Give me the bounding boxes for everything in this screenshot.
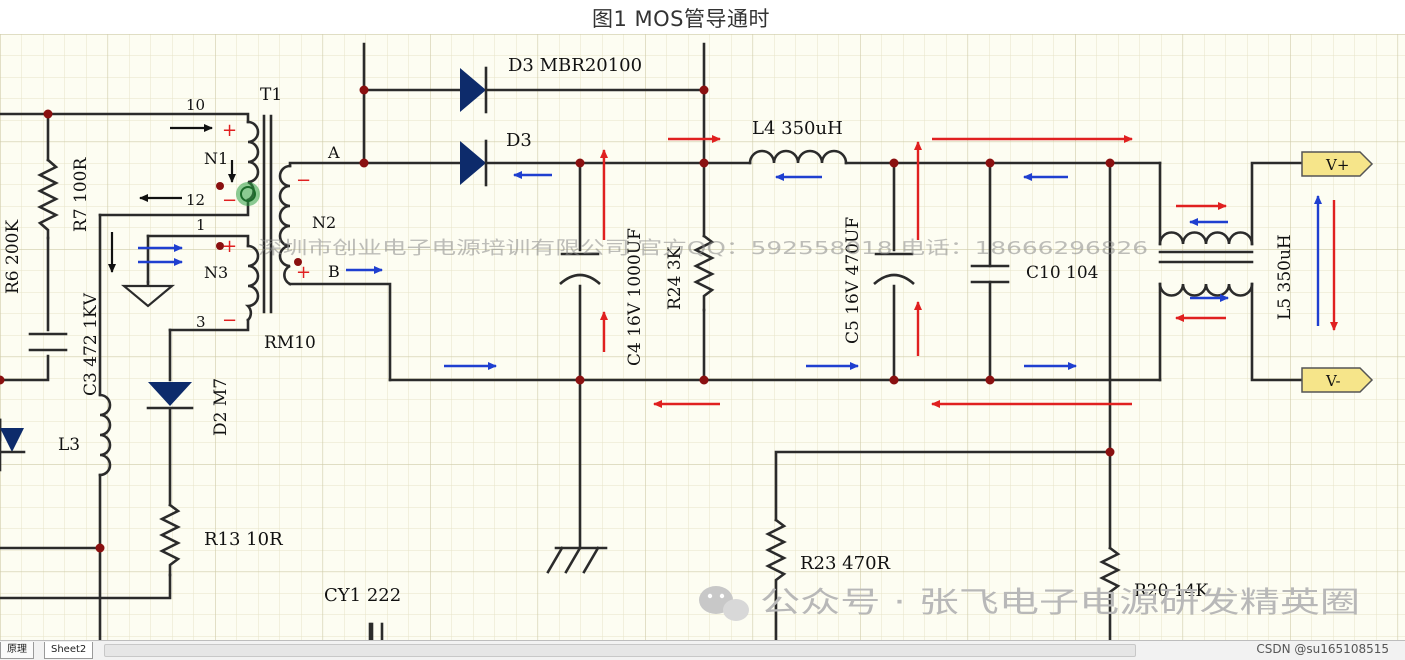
l3-inductor: [98, 393, 112, 477]
d3a-label: D3 MBR20100: [508, 55, 642, 76]
polarity-minus-n1: −: [222, 190, 237, 211]
r7-label: R7 100R: [71, 157, 91, 232]
pin1-label: 1: [196, 216, 206, 234]
output-connector-vminus: V-: [1301, 367, 1374, 393]
pin12-label: 12: [186, 191, 205, 209]
r7-resistor: [37, 158, 59, 240]
component-labels: T1 RM10 N1 N2 N3 10 12 1 3 A B + − + − −…: [3, 55, 1295, 606]
c4-label: C4 16V 1000UF: [625, 228, 645, 366]
polarity-plus-n2: +: [296, 262, 311, 283]
cy1-capacitor: [370, 622, 384, 640]
secondary-ground-symbol: [546, 546, 608, 574]
zener-diode-left: [0, 428, 26, 454]
n1-label: N1: [204, 149, 228, 168]
node-a-label: A: [327, 143, 340, 162]
r24-resistor: [693, 234, 715, 312]
sheet-tab-bar: 原理 Sheet2 CSDN @su165108515: [0, 640, 1405, 660]
pin3-label: 3: [196, 313, 206, 331]
r13-resistor: [159, 503, 181, 577]
polarity-minus-n2: −: [296, 170, 311, 191]
l5-label: L5 350uH: [1275, 234, 1295, 320]
r13-label: R13 10R: [204, 529, 283, 550]
wechat-account-text: 公众号 · 张飞电子电源研发精英圈: [760, 585, 1360, 619]
n2-label: N2: [312, 213, 336, 232]
tab-sheet2[interactable]: Sheet2: [44, 642, 94, 659]
polarity-plus-n1: +: [222, 120, 237, 141]
d3-mbr20100-diode: [460, 66, 488, 114]
c4-capacitor: [559, 252, 601, 285]
title-bar: 图1 MOS管导通时: [0, 0, 1405, 34]
c10-label: C10 104: [1026, 263, 1099, 283]
r23-resistor: [765, 518, 787, 602]
c5-capacitor: [873, 252, 915, 285]
transformer-t1: [216, 114, 392, 382]
current-arrows-red: [600, 135, 1338, 408]
output-connector-vplus: V+: [1301, 151, 1374, 177]
polarity-minus-n3: −: [222, 310, 237, 331]
d2-diode: [146, 382, 194, 410]
t1-label: T1: [260, 85, 282, 105]
r20-resistor: [1099, 546, 1121, 602]
c5-label: C5 16V 470UF: [843, 217, 863, 344]
l4-inductor: [748, 149, 848, 165]
d3b-label: D3: [506, 130, 532, 151]
c10-capacitor: [970, 264, 1010, 284]
c3-label: C3 472 1KV: [81, 292, 101, 396]
node-b-label: B: [328, 262, 340, 281]
primary-ground-symbol: [120, 280, 176, 308]
r6-label: R6 200K: [3, 220, 23, 294]
junction-nodes: [0, 85, 1115, 553]
r23-label: R23 470R: [800, 553, 891, 574]
csdn-credit: CSDN @su165108515: [1256, 642, 1389, 656]
vplus-label: V+: [1325, 156, 1349, 174]
wechat-icon: [699, 586, 749, 621]
major-grid: [0, 34, 1405, 640]
schematic-sheet: V+ V- T1 R: [0, 34, 1405, 640]
r20-label: R20 14K: [1134, 581, 1208, 601]
company-watermark: 深圳市创业电子电源培训有限公司 官方QQ：592558018 电话：186662…: [258, 238, 1148, 259]
pin10-label: 10: [186, 96, 205, 114]
l4-label: L4 350uH: [752, 118, 843, 139]
d3-diode: [460, 139, 488, 187]
l3-label: L3: [58, 435, 80, 455]
horizontal-scrollbar[interactable]: [104, 644, 1136, 657]
l5-common-mode-choke: [1158, 231, 1254, 297]
current-arrows-blue: [138, 171, 1322, 370]
rm10-label: RM10: [264, 333, 316, 353]
secondary-wiring: [362, 42, 1306, 640]
polarity-plus-n3: +: [222, 236, 237, 257]
diagram-title: 图1 MOS管导通时: [592, 7, 771, 31]
tab-schematic[interactable]: 原理: [0, 642, 34, 659]
c3-capacitor: [28, 332, 68, 352]
r24-label: R24 3K: [665, 246, 685, 310]
n3-label: N3: [204, 263, 228, 282]
cy1-label: CY1 222: [324, 585, 401, 606]
wechat-overlay: 公众号 · 张飞电子电源研发精英圈: [699, 585, 1360, 621]
current-arrows-black: [108, 124, 236, 273]
vminus-label: V-: [1325, 372, 1341, 390]
d2-label: D2 M7: [211, 378, 231, 436]
